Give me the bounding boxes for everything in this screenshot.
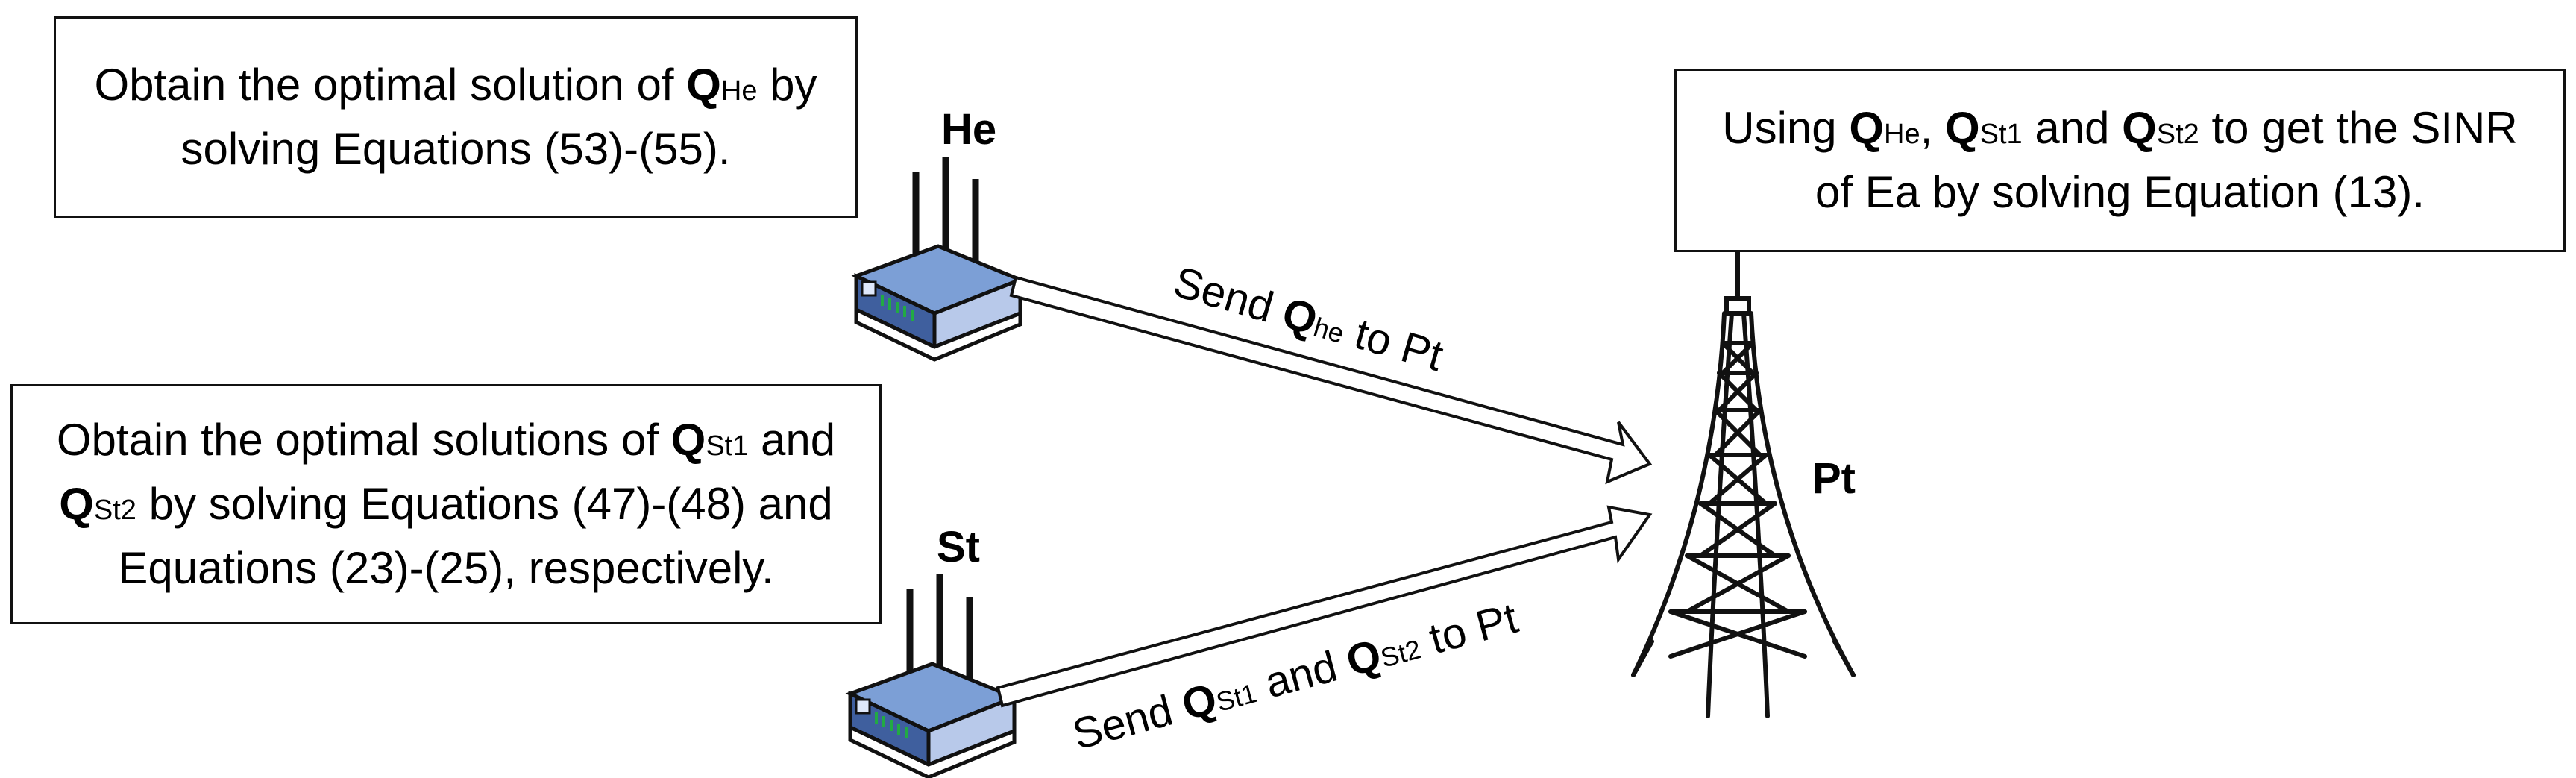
st-node-label: St	[937, 523, 980, 571]
pt-task-box: Using QHe, QSt1 and QSt2 to get the SINR…	[1674, 69, 2566, 252]
st-router-icon	[850, 574, 1014, 777]
he-task-line-2: solving Equations (53)-(55).	[180, 124, 731, 174]
st-task-line-2: QSt2 by solving Equations (47)-(48) and	[59, 479, 833, 529]
st-task-line-3: Equations (23)-(25), respectively.	[118, 543, 774, 593]
pt-node-label: Pt	[1812, 454, 1856, 503]
he-node-label: He	[941, 105, 997, 154]
st-task-line-1: Obtain the optimal solutions of QSt1 and	[56, 415, 836, 465]
he-task-line-1: Obtain the optimal solution of QHe by	[94, 60, 817, 110]
st-to-pt-arrow	[996, 505, 1653, 708]
he-to-pt-arrow	[1009, 275, 1653, 485]
he-task-box: Obtain the optimal solution of QHe by so…	[54, 16, 858, 218]
he-router-icon	[856, 157, 1020, 360]
pt-task-line-2: of Ea by solving Equation (13).	[1815, 167, 2425, 217]
st-task-box: Obtain the optimal solutions of QSt1 and…	[10, 384, 882, 624]
transmission-tower-icon	[1631, 250, 1856, 718]
pt-task-line-1: Using QHe, QSt1 and QSt2 to get the SINR	[1722, 103, 2518, 153]
